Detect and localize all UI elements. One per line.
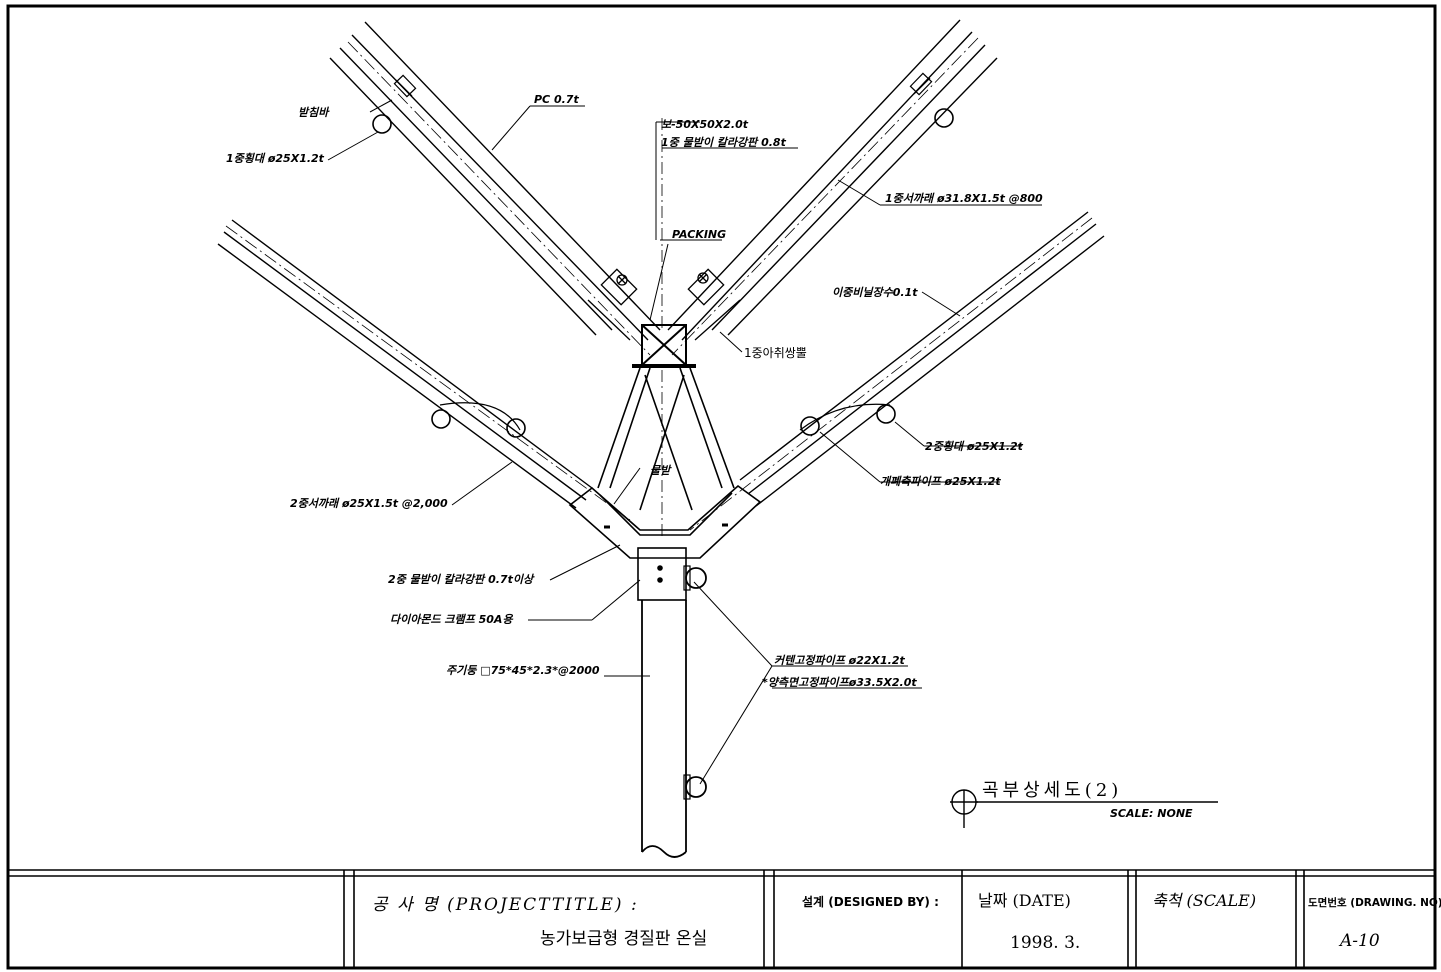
label-rafter1: 1중서까래 ø31.8X1.5t @800 — [885, 192, 1043, 205]
purlin-1-right — [934, 108, 954, 128]
sheet-border — [6, 4, 1437, 970]
purlin-2-right-b — [876, 404, 896, 424]
label-rafter-support: 받침바 — [298, 106, 330, 119]
label-curtain-pipe: 커텐고정파이프 ø22X1.2t — [774, 654, 906, 667]
label-opening-pipe: 개폐축파이프 ø25X1.2t — [880, 475, 1001, 488]
curtain-pipe-upper — [685, 567, 707, 589]
detail-symbol — [950, 789, 1218, 828]
rafter-support-left — [393, 74, 417, 98]
rafter-lower-left — [217, 219, 631, 521]
detail-scale: SCALE: NONE — [1110, 807, 1193, 820]
purlin-2-right-a — [800, 416, 820, 436]
drawing-no-label: 도면번호 (DRAWING. NO) : — [1308, 896, 1441, 909]
designed-by-label: 설계 (DESIGNED BY) : — [802, 894, 939, 909]
label-gutter2: 2중 물받이 칼라강판 0.7t이상 — [388, 573, 535, 586]
leader-lines — [327, 99, 1042, 785]
label-gutter1: 1중 물받이 칼라강판 0.8t — [661, 136, 787, 149]
label-vinyl2: 이중비닐장수0.1t — [832, 286, 918, 299]
label-purlin1: 1중횡대 ø25X1.2t — [226, 152, 325, 165]
scale-label: 축척 (SCALE) — [1152, 891, 1256, 910]
detail-title: 곡부상세도(2) — [982, 780, 1122, 801]
beam-box — [632, 324, 696, 368]
label-purlin2: 2중횡대 ø25X1.2t — [925, 440, 1024, 453]
drawing-no-value: A-10 — [1338, 931, 1380, 951]
label-rafter2: 2중서까래 ø25X1.5t @2,000 — [290, 497, 448, 510]
date-label: 날짜 (DATE) — [978, 891, 1071, 910]
rafter-upper-left — [329, 21, 661, 356]
gutter-braces — [597, 367, 735, 511]
packing-right — [687, 268, 741, 341]
gutter-trough — [568, 484, 762, 559]
purlin-2-left-a — [431, 409, 451, 429]
label-clamp: 다이아몬드 크램프 50A용 — [390, 613, 513, 626]
purlin-1-left — [372, 114, 392, 134]
main-column — [641, 600, 687, 858]
label-beam: 보-50X50X2.0t — [661, 118, 749, 131]
project-value: 농가보급형 경질판 온실 — [540, 929, 707, 949]
arch-curve-left — [439, 402, 521, 431]
label-arch1: 1중아취쌍뿔 — [744, 346, 807, 360]
label-pc: PC 0.7t — [534, 93, 579, 106]
label-column: 주기둥 □75*45*2.3*@2000 — [446, 664, 600, 677]
label-side-pipe: *양측면고정파이프ø33.5X2.0t — [762, 676, 917, 689]
project-label: 공 사 명 (PROJECTTITLE) : — [372, 895, 639, 915]
diamond-clamp — [637, 547, 687, 601]
date-value: 1998. 3. — [1010, 933, 1080, 953]
pipe-bracket-lower — [683, 774, 691, 800]
packing-left — [587, 268, 638, 341]
label-packing: PACKING — [672, 228, 726, 241]
pipe-bracket-upper — [683, 565, 691, 591]
rafter-lower-right — [689, 211, 1105, 531]
arch-curve-right — [799, 403, 891, 431]
rafter-support-right — [909, 72, 933, 96]
label-trough: 물받 — [650, 464, 672, 477]
rafter-upper-right — [667, 19, 998, 356]
title-block — [8, 869, 1435, 968]
purlin-2-left-b — [506, 418, 526, 438]
